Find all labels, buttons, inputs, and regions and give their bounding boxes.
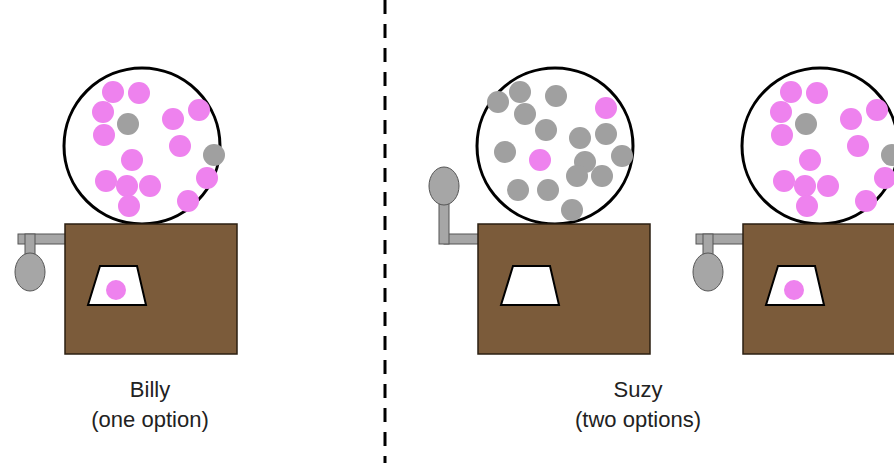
person-name: Suzy bbox=[614, 377, 663, 403]
gumball-machine bbox=[693, 68, 894, 354]
output-slot bbox=[501, 266, 559, 305]
pink-gumballs bbox=[529, 97, 617, 171]
divider-line bbox=[384, 0, 387, 463]
option-caption: (one option) bbox=[91, 407, 208, 433]
gray-gumballs bbox=[487, 81, 633, 221]
handle-bar bbox=[439, 200, 449, 244]
gumball-machine bbox=[429, 68, 650, 354]
handle-knob bbox=[429, 167, 459, 205]
option-caption: (two options) bbox=[575, 407, 701, 433]
globe bbox=[477, 68, 633, 224]
gumball-machine bbox=[15, 68, 237, 354]
person-name: Billy bbox=[130, 377, 170, 403]
machine-base bbox=[478, 224, 650, 354]
